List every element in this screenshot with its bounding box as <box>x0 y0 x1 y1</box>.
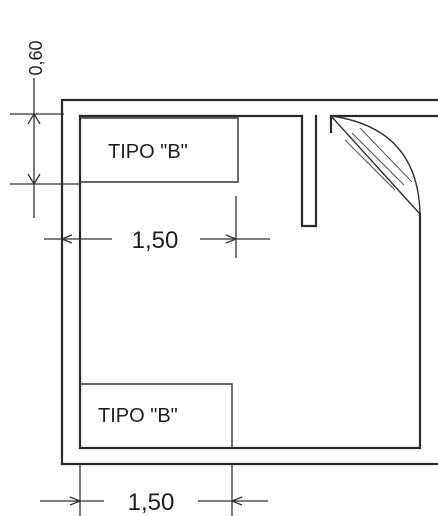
bench-top-label: TIPO "B" <box>108 141 188 163</box>
horizontal-dimension-bottom: 1,50 <box>40 464 268 516</box>
inner-walls <box>78 114 438 450</box>
vertical-dimension-label: 0,60 <box>26 40 46 75</box>
vertical-dimension: 0,60 <box>10 40 80 218</box>
bench-bottom: TIPO "B" <box>80 383 233 448</box>
partition-walls <box>300 114 333 228</box>
outer-walls <box>60 98 438 466</box>
door <box>330 115 421 215</box>
horizontal-dimension-top: 1,50 <box>44 196 270 258</box>
bench-top: TIPO "B" <box>80 117 239 183</box>
bench-bottom-label: TIPO "B" <box>98 405 178 427</box>
horizontal-dimension-bottom-label: 1,50 <box>128 489 175 516</box>
horizontal-dimension-top-label: 1,50 <box>132 227 179 254</box>
